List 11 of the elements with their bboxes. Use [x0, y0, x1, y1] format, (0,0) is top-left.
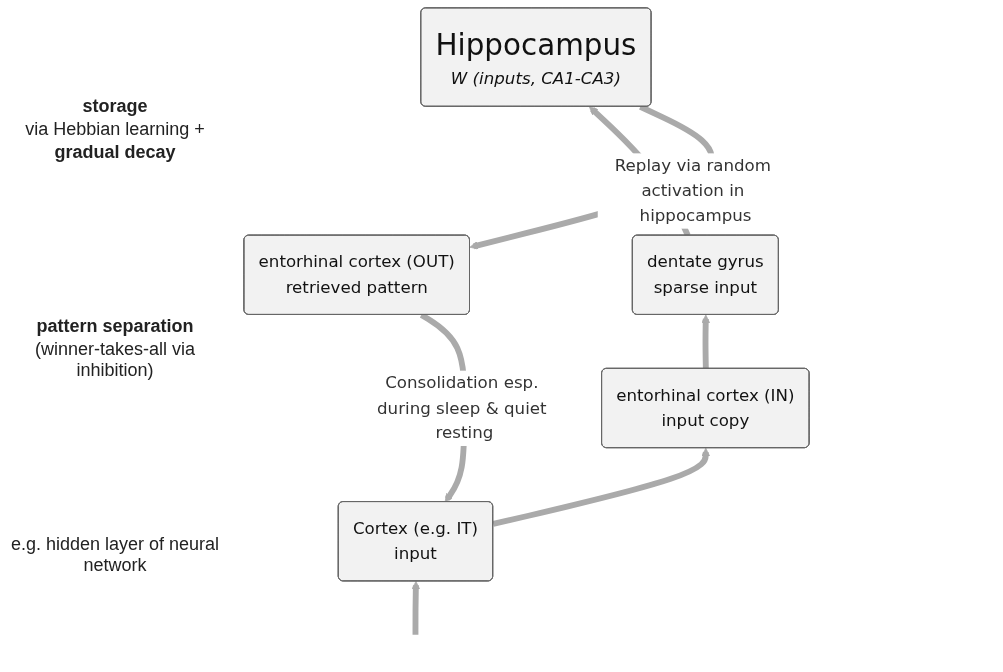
arrow: [701, 314, 710, 369]
side-heading: gradual decay: [53, 142, 177, 164]
side-note: via Hebbian learning +: [24, 119, 206, 141]
arrow: [411, 581, 421, 635]
side-note: (winner-takes-all via inhibition): [33, 339, 197, 381]
side-note: e.g. hidden layer of neural network: [10, 533, 220, 576]
edge-label: Replay via random activation in hippocampus: [614, 155, 771, 225]
arrow: [492, 447, 710, 527]
edge-label: Consolidation esp. during sleep & quiet resting: [377, 372, 547, 443]
side-heading: pattern separation: [35, 316, 195, 337]
side-heading: storage: [81, 96, 149, 118]
